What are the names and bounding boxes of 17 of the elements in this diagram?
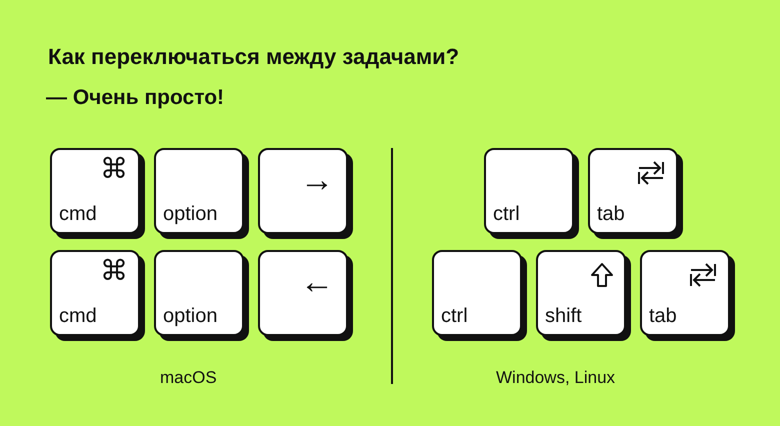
group-label: macOS xyxy=(160,368,217,388)
key-label: tab xyxy=(649,305,677,328)
key-label: option xyxy=(163,305,218,328)
key-label: option xyxy=(163,203,218,226)
subtitle: — Очень просто! xyxy=(46,86,224,110)
command-symbol: ⌘ xyxy=(100,256,128,287)
key-label: shift xyxy=(545,305,582,328)
arrow-symbol: → xyxy=(300,162,334,200)
key-label: tab xyxy=(597,203,625,226)
command-symbol: ⌘ xyxy=(100,154,128,185)
arrow-symbol: ← xyxy=(300,264,334,302)
key-label: ctrl xyxy=(493,203,520,226)
key-label: cmd xyxy=(59,203,97,226)
key-label: cmd xyxy=(59,305,97,328)
key-label: ctrl xyxy=(441,305,468,328)
title: Как переключаться между задачами? xyxy=(48,44,460,70)
group-label: Windows, Linux xyxy=(496,368,616,388)
